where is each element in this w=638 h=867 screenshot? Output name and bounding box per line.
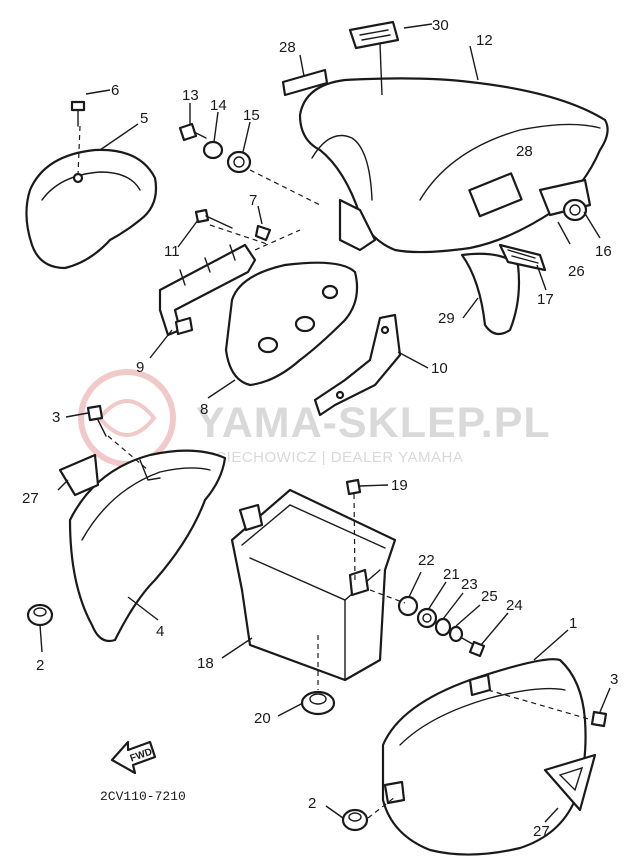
battery-box — [230, 488, 397, 682]
callout-15: 15 — [243, 107, 260, 124]
callout-21: 21 — [443, 566, 460, 583]
callout-3-right: 3 — [610, 671, 618, 688]
bolt-3-right — [590, 710, 608, 728]
collar-14 — [202, 140, 224, 160]
callout-27-right: 27 — [533, 823, 550, 840]
callout-30: 30 — [432, 17, 449, 34]
watermark-logo-mark — [97, 399, 157, 437]
callout-6: 6 — [111, 82, 119, 99]
watermark-subtitle: UCIECHOWICZ | DEALER YAMAHA — [204, 449, 463, 466]
side-cover-left-upper — [25, 148, 158, 270]
callout-4: 4 — [156, 623, 164, 640]
callout-3-left: 3 — [52, 409, 60, 426]
callout-5: 5 — [140, 110, 148, 127]
drawing-code: 2CV110-7210 — [100, 789, 186, 804]
grommet-15 — [226, 150, 252, 174]
emblem-decal — [348, 20, 400, 50]
bracket-9 — [158, 243, 257, 337]
callout-25: 25 — [481, 588, 498, 605]
washer-25 — [448, 625, 464, 643]
grommet-2-right — [341, 808, 369, 832]
callout-13: 13 — [182, 87, 199, 104]
tank-stripe-decal — [281, 68, 329, 97]
callout-29: 29 — [438, 310, 455, 327]
bracket-10 — [313, 313, 402, 417]
forward-arrow-icon: FWD — [110, 740, 157, 775]
fuel-tank — [298, 77, 609, 336]
grommet-22 — [397, 595, 419, 617]
callout-2-left: 2 — [36, 657, 44, 674]
bolt-11 — [194, 208, 233, 229]
side-cover-left-lower — [68, 449, 227, 643]
clip-19 — [345, 478, 362, 496]
callout-16: 16 — [595, 243, 612, 260]
callout-9: 9 — [136, 359, 144, 376]
washer-23 — [434, 617, 452, 637]
callout-12: 12 — [476, 32, 493, 49]
callout-27-left: 27 — [22, 490, 39, 507]
grommet-2-left — [26, 603, 54, 627]
callout-labels: 30 12 28 28 6 5 13 14 15 7 11 16 26 17 2… — [22, 17, 618, 840]
callout-22: 22 — [418, 552, 435, 569]
watermark: YAMA-SKLEP.PL UCIECHOWICZ | DEALER YAMAH… — [78, 369, 551, 467]
clip-7 — [254, 224, 272, 242]
callout-14: 14 — [210, 97, 227, 114]
bolt-13 — [178, 122, 207, 142]
callout-28-tank: 28 — [279, 39, 296, 56]
screw-6 — [70, 100, 86, 127]
warning-label-27-left — [58, 453, 100, 497]
callout-26: 26 — [568, 263, 585, 280]
tank-rubber-17 — [498, 243, 547, 272]
grommet-20 — [300, 690, 336, 716]
callout-2-right: 2 — [308, 795, 316, 812]
callout-18: 18 — [197, 655, 214, 672]
callout-17: 17 — [537, 291, 554, 308]
cover-plate-8 — [224, 261, 359, 387]
callout-7: 7 — [249, 192, 257, 209]
bolt-3-left — [86, 404, 107, 437]
tank-bolt-16 — [562, 198, 588, 222]
callout-1: 1 — [569, 615, 577, 632]
warning-label-27-right — [543, 753, 597, 812]
callout-11: 11 — [164, 243, 180, 260]
watermark-brand: YAMA-SKLEP.PL — [196, 399, 551, 447]
callout-19: 19 — [391, 477, 408, 494]
side-cover-right — [381, 658, 587, 856]
callout-8: 8 — [200, 401, 208, 418]
callout-20: 20 — [254, 710, 271, 727]
callout-23: 23 — [461, 576, 478, 593]
callout-10: 10 — [431, 360, 448, 377]
collar-21 — [416, 607, 438, 629]
bolt-24 — [461, 637, 486, 658]
leader-lines — [39, 23, 611, 823]
callout-28-side: 28 — [516, 143, 533, 160]
callout-24: 24 — [506, 597, 523, 614]
